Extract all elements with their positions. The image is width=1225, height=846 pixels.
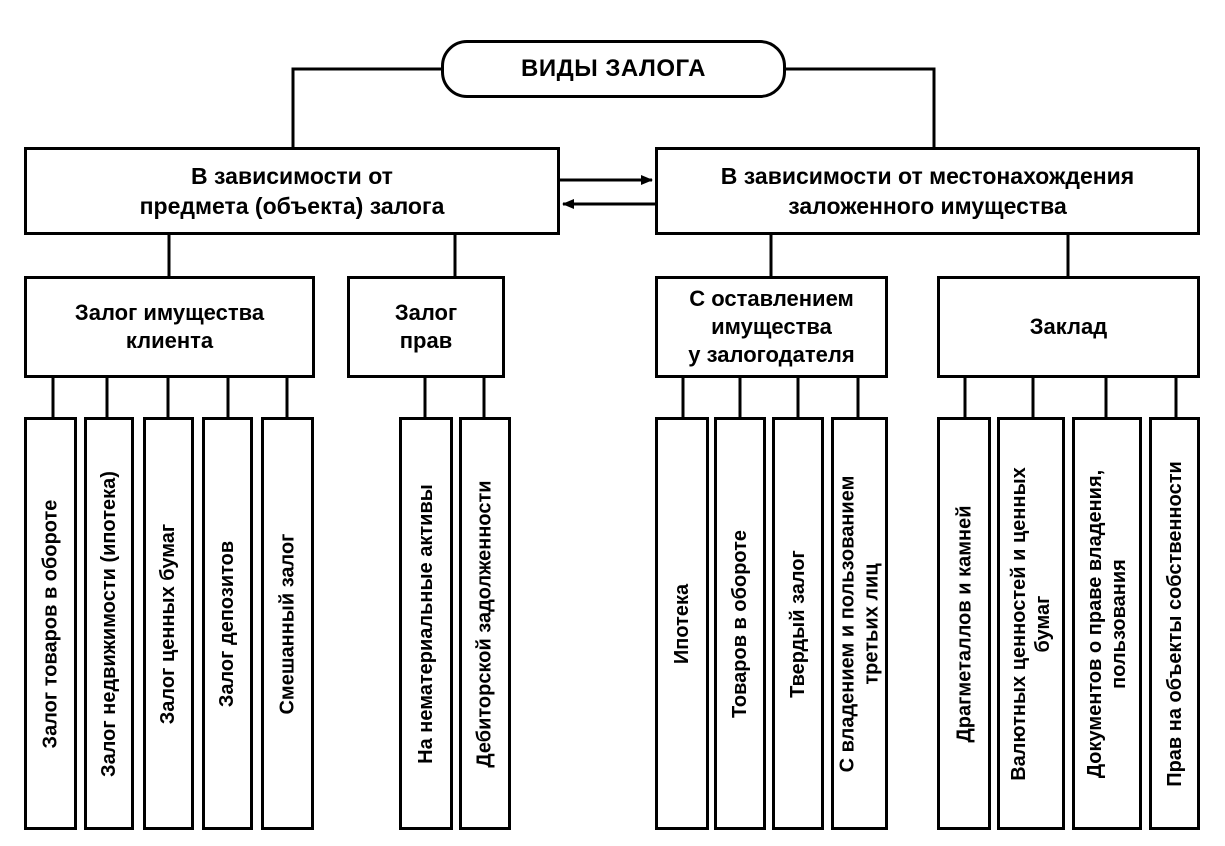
leaf-label: Залог товаров в обороте <box>39 499 62 748</box>
leaf-deposits: Залог депозитов <box>202 417 253 830</box>
leaf-label: Ипотека <box>671 583 694 664</box>
leaf-third-party-use: С владением и пользованием третьих лиц <box>831 417 888 830</box>
leaf-label: Документов о праве владения, пользования <box>1084 469 1131 778</box>
leaf-firm-pledge: Твердый залог <box>772 417 824 830</box>
leaf-label: Твердый залог <box>787 549 809 698</box>
leaf-label: Товаров в обороте <box>729 529 752 718</box>
leaf-label: На нематериальные активы <box>415 483 437 764</box>
leaf-ownership-documents: Документов о праве владения, пользования <box>1072 417 1142 830</box>
leaf-label: С владением и пользованием третьих лиц <box>836 475 883 772</box>
group-client-property-label: Залог имущества клиента <box>74 300 265 353</box>
leaf-mortgage: Ипотека <box>655 417 709 830</box>
category-by-location: В зависимости от местонахождения заложен… <box>655 147 1200 235</box>
group-zaklad: Заклад <box>937 276 1200 378</box>
category-by-object: В зависимости от предмета (объекта) зало… <box>24 147 560 235</box>
group-rights: Залог прав <box>347 276 505 378</box>
leaf-goods-in-turnover-2: Товаров в обороте <box>714 417 766 830</box>
connector-root-right <box>784 67 936 147</box>
leaf-mixed: Смешанный залог <box>261 417 314 830</box>
leaf-label: Дебиторской задолженности <box>474 479 496 768</box>
leaf-label: Залог депозитов <box>216 540 239 707</box>
root-node: ВИДЫ ЗАЛОГА <box>441 40 786 98</box>
group-left-with-pledgor-label: С оставлением имущества у залогодателя <box>688 286 855 367</box>
leaf-real-estate: Залог недвижимости (ипотека) <box>84 417 134 830</box>
category-by-object-label: В зависимости от предмета (объекта) зало… <box>139 163 445 219</box>
group-client-property: Залог имущества клиента <box>24 276 315 378</box>
root-title: ВИДЫ ЗАЛОГА <box>521 55 706 82</box>
leaf-property-rights: Прав на объекты собственности <box>1149 417 1200 830</box>
leaf-label: Валютных ценностей и ценных бумаг <box>1008 466 1055 781</box>
leaf-label: Драгметаллов и камней <box>953 505 976 742</box>
leaf-goods-in-turnover: Залог товаров в обороте <box>24 417 77 830</box>
leaf-intangible-assets: На нематериальные активы <box>399 417 453 830</box>
leaf-label: Прав на объекты собственности <box>1163 460 1186 787</box>
leaf-receivables: Дебиторской задолженности <box>459 417 511 830</box>
category-by-location-label: В зависимости от местонахождения заложен… <box>720 163 1135 219</box>
leaf-label: Смешанный залог <box>276 532 299 715</box>
leaf-label: Залог ценных бумаг <box>157 523 180 724</box>
leaf-precious-metals: Драгметаллов и камней <box>937 417 991 830</box>
leaf-currency-valuables: Валютных ценностей и ценных бумаг <box>997 417 1065 830</box>
leaf-label: Залог недвижимости (ипотека) <box>98 470 121 777</box>
connector-root-left <box>291 67 443 147</box>
leaf-securities: Залог ценных бумаг <box>143 417 194 830</box>
group-rights-label: Залог прав <box>394 300 458 353</box>
group-left-with-pledgor: С оставлением имущества у залогодателя <box>655 276 888 378</box>
group-zaklad-label: Заклад <box>1029 314 1108 339</box>
